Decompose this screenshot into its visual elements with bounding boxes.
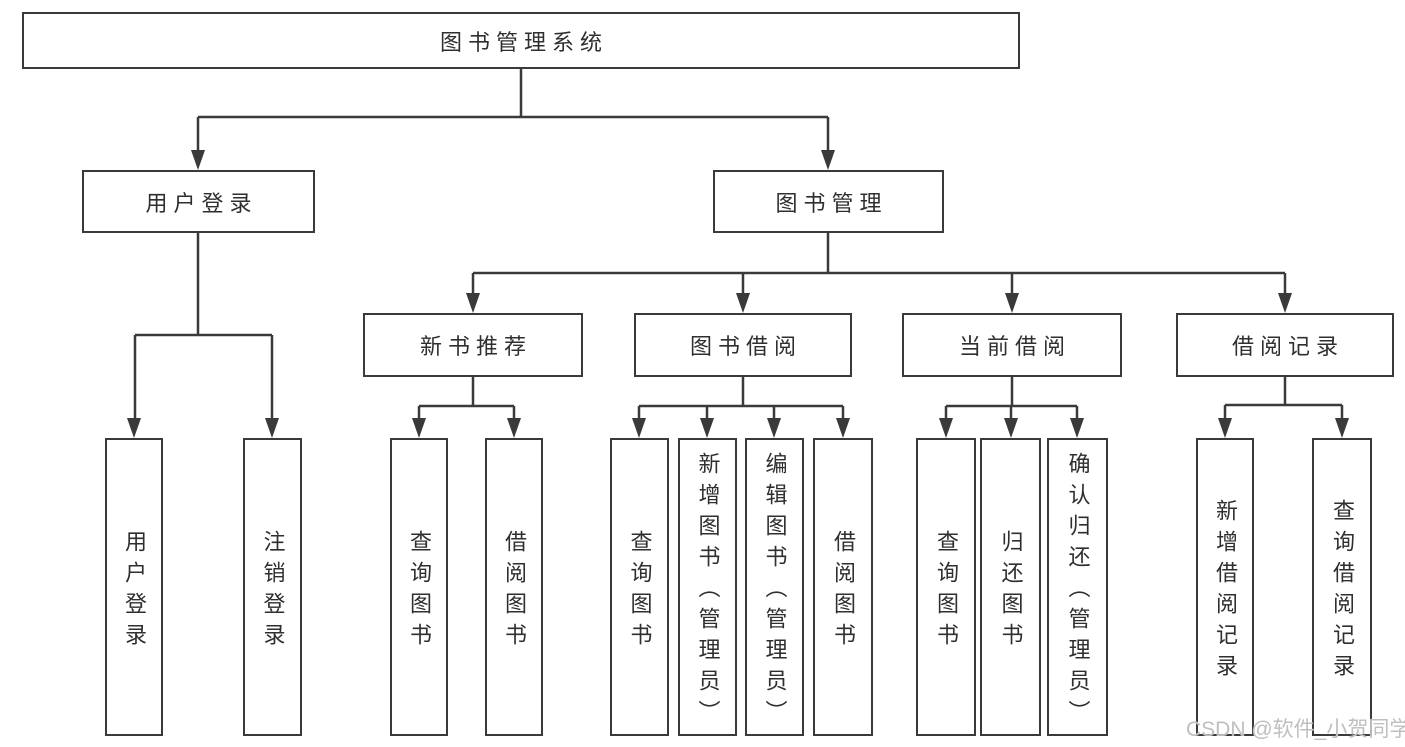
leaf-user-login-label: 用户登录 <box>122 529 147 654</box>
leaf-borrow-books-label: 借阅图书 <box>831 529 856 654</box>
leaf-borrow-books-recommend-label: 借阅图书 <box>502 529 527 654</box>
leaf-user-login: 用户登录 <box>105 438 163 736</box>
leaf-confirm-return-admin-label: 确认归还（管理员） <box>1065 452 1091 731</box>
node-user-login-label: 用户登录 <box>145 190 258 216</box>
leaf-logout: 注销登录 <box>243 438 302 736</box>
connector-borrow-records-to-leaves <box>1218 377 1349 438</box>
leaf-return-book: 归还图书 <box>980 438 1041 736</box>
connector-user-login-to-leaves <box>127 233 279 438</box>
leaf-edit-book-admin-label: 编辑图书（管理员） <box>762 452 788 731</box>
node-new-book-recommend-label: 新书推荐 <box>419 334 532 359</box>
connector-new-book-to-leaves <box>412 377 521 438</box>
leaf-return-book-label: 归还图书 <box>998 529 1024 654</box>
connector-root-to-level2 <box>191 69 835 170</box>
leaf-add-book-admin-label: 新增图书（管理员） <box>695 452 721 731</box>
node-current-borrowing: 当前借阅 <box>902 313 1122 377</box>
leaf-query-books-current-label: 查询图书 <box>934 529 959 654</box>
leaf-query-books-borrow: 查询图书 <box>610 438 669 736</box>
node-new-book-recommend: 新书推荐 <box>363 313 583 377</box>
node-borrowing-records-label: 借阅记录 <box>1231 334 1344 359</box>
node-library-management-system-label: 图书管理系统 <box>439 29 608 55</box>
leaf-add-borrow-record: 新增借阅记录 <box>1196 438 1254 736</box>
leaf-edit-book-admin: 编辑图书（管理员） <box>745 438 804 736</box>
node-book-borrowing-label: 图书借阅 <box>689 334 802 359</box>
leaf-borrow-books: 借阅图书 <box>813 438 873 736</box>
node-book-management: 图书管理 <box>713 170 944 233</box>
connector-current-borrow-to-leaves <box>939 377 1084 438</box>
node-book-management-label: 图书管理 <box>775 190 888 216</box>
leaf-add-borrow-record-label: 新增借阅记录 <box>1213 498 1238 685</box>
node-user-login: 用户登录 <box>82 170 315 233</box>
csdn-watermark: CSDN @软件_小贺同学 <box>1186 718 1405 741</box>
leaf-borrow-books-recommend: 借阅图书 <box>485 438 543 736</box>
node-borrowing-records: 借阅记录 <box>1176 313 1394 377</box>
leaf-logout-label: 注销登录 <box>260 529 286 654</box>
connector-book-borrow-to-leaves <box>632 377 850 438</box>
leaf-query-borrow-record: 查询借阅记录 <box>1312 438 1372 736</box>
leaf-query-books-current: 查询图书 <box>916 438 976 736</box>
leaf-query-books-recommend: 查询图书 <box>390 438 448 736</box>
leaf-query-books-borrow-label: 查询图书 <box>627 529 653 654</box>
node-current-borrowing-label: 当前借阅 <box>958 334 1071 359</box>
node-library-management-system: 图书管理系统 <box>22 12 1020 69</box>
node-book-borrowing: 图书借阅 <box>634 313 852 377</box>
leaf-add-book-admin: 新增图书（管理员） <box>678 438 737 736</box>
leaf-query-books-recommend-label: 查询图书 <box>407 529 432 654</box>
leaf-query-borrow-record-label: 查询借阅记录 <box>1330 498 1355 685</box>
connector-book-management-to-level3 <box>466 233 1292 313</box>
leaf-confirm-return-admin: 确认归还（管理员） <box>1047 438 1108 736</box>
